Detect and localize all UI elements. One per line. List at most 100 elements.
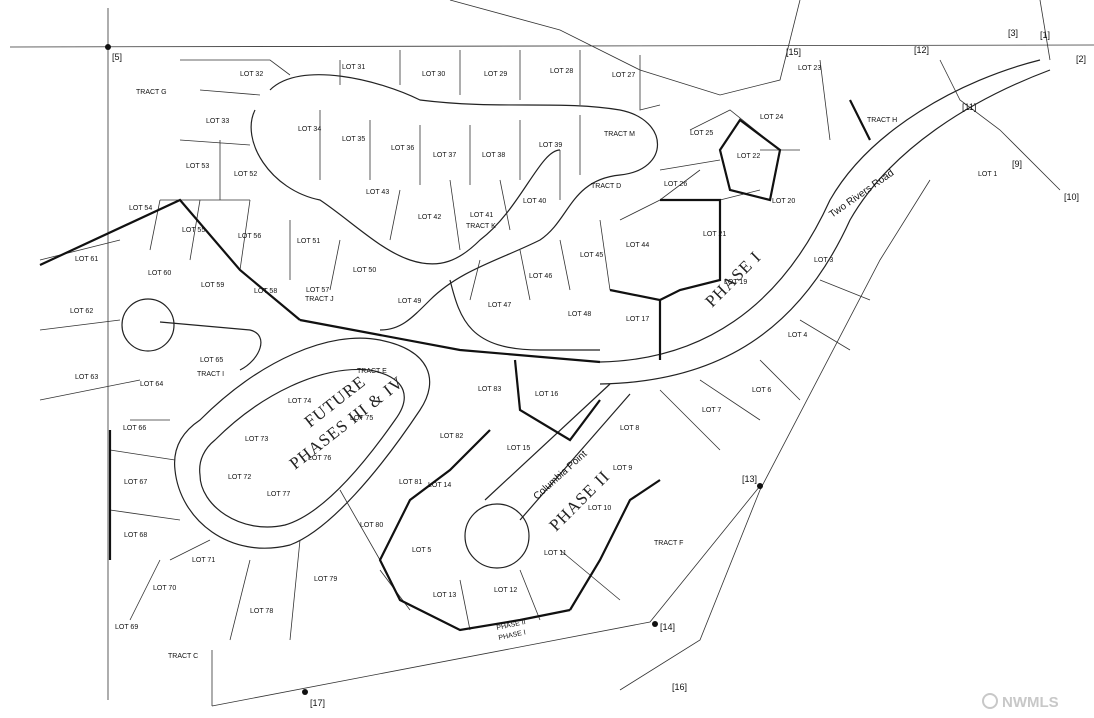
lot-label: LOT 12: [494, 587, 517, 594]
marker-label: [16]: [672, 682, 687, 692]
tract-labels: TRACT C TRACT D TRACT E TRACT F TRACT G …: [136, 89, 897, 660]
lot-label: LOT 49: [398, 298, 421, 305]
lot-label: LOT 82: [440, 433, 463, 440]
lot-label: LOT 73: [245, 436, 268, 443]
lot-label: LOT 43: [366, 189, 389, 196]
lot-label: LOT 69: [115, 624, 138, 631]
tract-m-label: TRACT M: [604, 131, 635, 138]
lot-label: LOT 39: [539, 142, 562, 149]
lot-label: LOT 9: [613, 465, 632, 472]
lot-label: LOT 56: [238, 233, 261, 240]
lot-label: LOT 29: [484, 71, 507, 78]
lot-label: LOT 55: [182, 227, 205, 234]
lot-label: LOT 8: [620, 425, 639, 432]
marker-label: [5]: [112, 52, 122, 62]
lot-label: LOT 41: [470, 212, 493, 219]
lot-label: LOT 42: [418, 214, 441, 221]
survey-point-icon: [302, 689, 308, 695]
marker-label: [17]: [310, 698, 325, 708]
lot-label: LOT 28: [550, 68, 573, 75]
tract-g-label: TRACT G: [136, 89, 167, 96]
phase-boundary: [39, 99, 871, 632]
lot-label: LOT 61: [75, 256, 98, 263]
lot-label: LOT 1: [978, 171, 997, 178]
two-rivers-road-label: Two Rivers Road: [827, 168, 896, 221]
lot-label: LOT 22: [737, 153, 760, 160]
road-names: Two Rivers Road Columbia Point: [532, 168, 896, 502]
lot-label: LOT 46: [529, 273, 552, 280]
columbia-point-road-lines: [464, 383, 631, 569]
lot-label: LOT 70: [153, 585, 176, 592]
lot-label: LOT 71: [192, 557, 215, 564]
lot-label: LOT 16: [535, 391, 558, 398]
lot-label: LOT 7: [702, 407, 721, 414]
lot-label: LOT 57: [306, 287, 329, 294]
marker-label: [3]: [1008, 28, 1018, 38]
lot-label: LOT 59: [201, 282, 224, 289]
lot-label: LOT 27: [612, 72, 635, 79]
marker-label: [12]: [914, 45, 929, 55]
tract-e-label: TRACT E: [357, 368, 387, 375]
tract-i-label: TRACT I: [197, 371, 224, 378]
tract-j-label: TRACT J: [305, 296, 334, 303]
survey-point-icon: [652, 621, 658, 627]
tract-f-label: TRACT F: [654, 540, 683, 547]
lot-label: LOT 44: [626, 242, 649, 249]
lot-label: LOT 31: [342, 64, 365, 71]
lot-label: LOT 15: [507, 445, 530, 452]
lot-label: LOT 63: [75, 374, 98, 381]
lot-label: LOT 65: [200, 357, 223, 364]
marker-label: [15]: [786, 47, 801, 57]
lot-label: LOT 64: [140, 381, 163, 388]
lot-label: LOT 50: [353, 267, 376, 274]
lot-label: LOT 60: [148, 270, 171, 277]
lot-label: LOT 10: [588, 505, 611, 512]
lot-label: LOT 47: [488, 302, 511, 309]
lot-label: LOT 33: [206, 118, 229, 125]
lot-label: LOT 72: [228, 474, 251, 481]
phase-1-label: PHASE I: [701, 247, 764, 310]
lot-label: LOT 75: [350, 415, 373, 422]
tract-d-label: TRACT D: [591, 183, 621, 190]
lot-label: LOT 35: [342, 136, 365, 143]
lot-label: LOT 5: [412, 547, 431, 554]
lot-label: LOT 6: [752, 387, 771, 394]
tract-c-label: TRACT C: [168, 653, 198, 660]
marker-label: [14]: [660, 622, 675, 632]
watermark-text: NWMLS: [1002, 694, 1059, 711]
lot-label: LOT 78: [250, 608, 273, 615]
lot-label: LOT 74: [288, 398, 311, 405]
lower-loop-road: [121, 298, 431, 549]
survey-point-icon: [105, 44, 111, 50]
lot-label: LOT 25: [690, 130, 713, 137]
lot-label: LOT 38: [482, 152, 505, 159]
lot-label: LOT 11: [544, 550, 567, 557]
lot-label: LOT 34: [298, 126, 321, 133]
lot-label: LOT 68: [124, 532, 147, 539]
lot-label: LOT 14: [428, 482, 451, 489]
lot-label: LOT 19: [724, 279, 747, 286]
lot-label: LOT 21: [703, 231, 726, 238]
lot-label: LOT 81: [399, 479, 422, 486]
lot-label: LOT 83: [478, 386, 501, 393]
phase-1-bottom-label: PHASE I: [498, 629, 527, 642]
lot-label: LOT 62: [70, 308, 93, 315]
lot-lines: [39, 50, 871, 641]
lot-label: LOT 58: [254, 288, 277, 295]
lot-label: LOT 80: [360, 522, 383, 529]
lot-label: LOT 17: [626, 316, 649, 323]
survey-markers: [5] [3] [1] [2] [15] [12] [11] [9] [10] …: [105, 28, 1086, 708]
survey-point-icon: [757, 483, 763, 489]
lot-label: LOT 3: [814, 257, 833, 264]
nwmls-logo-icon: [982, 693, 998, 709]
boundary-lines: [9, 0, 1094, 707]
lot-label: LOT 77: [267, 491, 290, 498]
lot-label: LOT 23: [798, 65, 821, 72]
marker-label: [2]: [1076, 54, 1086, 64]
marker-label: [1]: [1040, 30, 1050, 40]
lot-label: LOT 20: [772, 198, 795, 205]
nwmls-watermark: NWMLS: [982, 693, 1059, 711]
lot-label: LOT 79: [314, 576, 337, 583]
